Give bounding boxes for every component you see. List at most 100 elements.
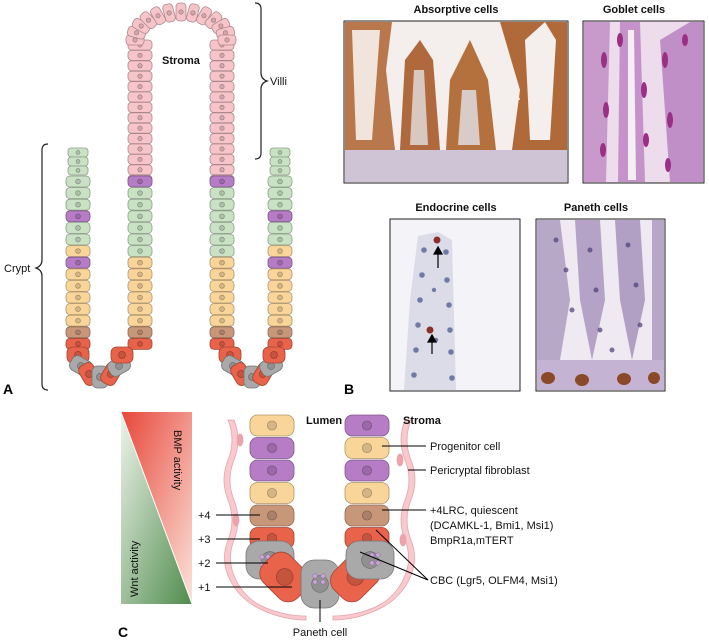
progenitor-cell-label: Progenitor cell: [430, 441, 500, 453]
villus-cell: [127, 102, 153, 113]
micrograph-paneth: [535, 218, 666, 392]
crypt-cell: [65, 268, 91, 281]
crypt-cell: [127, 279, 153, 292]
crypt-cell: [267, 187, 293, 200]
villus-cell: [209, 50, 235, 61]
crypt-cell: [267, 221, 293, 234]
micrograph-goblet: [582, 20, 705, 184]
panel-a: Villi Stroma Crypt A: [3, 2, 293, 397]
crypt-cell: [127, 245, 153, 258]
villi-label: Villi: [270, 76, 287, 88]
crypt-cell: [127, 314, 153, 327]
villus-cell: [209, 153, 235, 165]
crypt-cell: [127, 175, 153, 188]
panel-c: BMP activity Wnt activity Lumen Stroma +…: [118, 411, 558, 640]
crypt-cell: [267, 303, 293, 316]
crypt-cell: [267, 279, 293, 292]
position-plus1: +1: [198, 582, 211, 594]
micrograph-title-goblet: Goblet cells: [603, 4, 665, 16]
crypt-column-cell: [344, 437, 390, 459]
crypt-column-cell: [344, 504, 390, 527]
villus-cell: [209, 81, 235, 92]
crypt-base-cell: [110, 346, 134, 364]
villus-cell: [127, 81, 153, 92]
position-plus2: +2: [198, 558, 211, 570]
villus-cell: [209, 164, 235, 176]
crypt-cell: [209, 279, 235, 292]
crypt-column-cell: [249, 414, 295, 437]
crypt-cell: [267, 175, 293, 188]
villus-cell: [209, 122, 235, 134]
villus-cell: [209, 143, 235, 155]
callout-lines: [319, 445, 429, 622]
crypt-cell: [209, 221, 235, 234]
crypt-cell: [209, 210, 235, 223]
micrograph-endocrine: [389, 218, 521, 392]
villus-cell: [127, 60, 153, 72]
villus-cell: [209, 91, 235, 103]
crypt-label: Crypt: [4, 263, 30, 275]
micrograph-title-paneth: Paneth cells: [564, 202, 628, 214]
crypt-cell: [209, 175, 235, 188]
crypt-cell: [209, 303, 235, 316]
panel-a-letter: A: [3, 381, 13, 397]
crypt-cell: [65, 326, 91, 339]
crypt-tip-cell: [67, 156, 89, 167]
crypt-cell: [127, 291, 153, 304]
crypt-cell: [267, 256, 293, 269]
crypt-villus-cells: [65, 2, 293, 389]
villus-cell: [209, 70, 235, 82]
crypt-cell: [127, 256, 153, 269]
crypt-tip-cell: [269, 147, 291, 158]
villus-cell: [127, 70, 153, 82]
crypt-cell: [65, 256, 91, 269]
crypt-cell: [65, 175, 91, 188]
crypt-cell: [209, 198, 235, 211]
crypt-tip-cell: [67, 147, 89, 158]
panel-b: Absorptive cells Goblet cells Endocrine …: [343, 4, 705, 397]
stroma-label: Stroma: [162, 55, 201, 67]
crypt-cell: [65, 303, 91, 316]
crypt-cell: [127, 210, 153, 223]
crypt-cell: [65, 245, 91, 258]
bmp-activity-label: BMP activity: [171, 430, 183, 491]
micrograph-title-absorptive: Absorptive cells: [414, 4, 499, 16]
panel-b-letter: B: [344, 381, 354, 397]
crypt-base-cell: [262, 346, 286, 364]
villus-tip-cell: [175, 2, 187, 22]
crypt-cell: [127, 187, 153, 200]
crypt-cell: [209, 245, 235, 258]
crypt-cell: [127, 233, 153, 246]
villus-cell: [127, 50, 153, 61]
lrc-label-line3: BmpR1a,mTERT: [430, 535, 514, 547]
crypt-cell: [267, 233, 293, 246]
villus-tip-cell: [150, 6, 166, 26]
position-markers: [216, 514, 292, 588]
pericryptal-fibroblast-label: Pericryptal fibroblast: [430, 465, 530, 477]
stroma-header-label: Stroma: [403, 415, 442, 427]
crypt-base-cells: [245, 414, 395, 609]
crypt-column-cell: [344, 459, 390, 482]
villus-cell: [127, 133, 153, 145]
villus-tip-cell: [162, 3, 176, 23]
crypt-tip-cell: [269, 156, 291, 167]
crypt-cell: [127, 268, 153, 281]
villus-cell: [127, 91, 153, 103]
endocrine-arrow-icon: [426, 245, 444, 354]
crypt-cell: [65, 187, 91, 200]
crypt-cell: [267, 245, 293, 258]
villus-cell: [209, 133, 235, 145]
lrc-label-line1: +4LRC, quiescent: [430, 505, 518, 517]
crypt-column-cell: [344, 414, 390, 437]
villus-cell: [209, 112, 235, 124]
crypt-cell: [127, 198, 153, 211]
villus-cell: [127, 153, 153, 165]
crypt-bracket: [34, 143, 49, 391]
crypt-column-cell: [249, 437, 295, 459]
lumen-label: Lumen: [306, 415, 342, 427]
micrograph-absorptive: [343, 20, 569, 184]
crypt-cell: [127, 303, 153, 316]
crypt-cell: [267, 210, 293, 223]
villus-cell: [209, 102, 235, 113]
